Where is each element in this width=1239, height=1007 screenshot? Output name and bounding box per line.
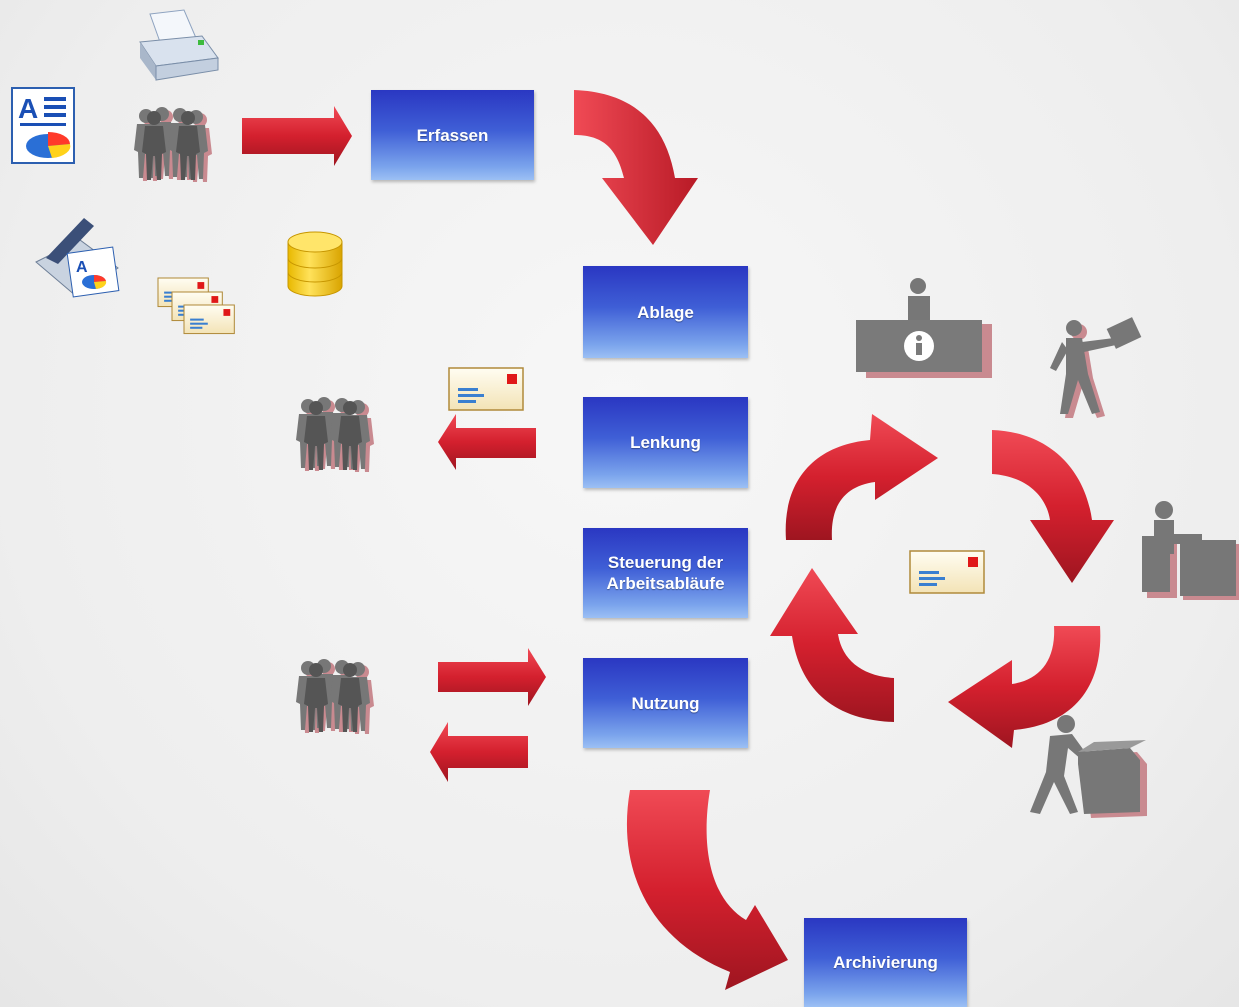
step-nutzung: Nutzung (583, 658, 748, 748)
svg-text:A: A (18, 93, 38, 124)
step-erfassen: Erfassen (371, 90, 534, 180)
arrow-to-nutzung (438, 648, 546, 706)
cycle-arrow-bottom-right (948, 626, 1101, 748)
step-ablage-label: Ablage (637, 302, 694, 322)
step-lenkung-label: Lenkung (630, 433, 701, 452)
step-archivierung-label: Archivierung (833, 953, 938, 972)
scanner-icon: A (35, 218, 120, 298)
arrow-to-erfassen (242, 106, 352, 166)
printer-icon (139, 9, 219, 81)
cycle-arrow-top-right (992, 430, 1114, 583)
arrow-erfassen-to-ablage (574, 90, 698, 245)
document-chart-icon: A (11, 87, 75, 164)
arrow-nutzung-to-archivierung (626, 790, 788, 990)
step-steuerung-label: Steuerung der Arbeitsabläufe (600, 552, 730, 594)
packing-worker-icon (1030, 715, 1147, 818)
step-lenkung: Lenkung (583, 397, 748, 488)
envelope-icon (448, 367, 524, 411)
people-group-icon (134, 107, 212, 182)
step-steuerung: Steuerung der Arbeitsabläufe (583, 528, 748, 618)
step-nutzung-label: Nutzung (631, 693, 700, 713)
step-ablage: Ablage (583, 266, 748, 358)
step-steuerung-line2: Arbeitsabläufe (606, 574, 725, 593)
envelopes-icon (157, 277, 235, 335)
cycle-arrow-bottom-left (770, 568, 894, 722)
step-archivierung: Archivierung (804, 918, 967, 1007)
people-group-icon (296, 659, 374, 734)
arrow-from-nutzung (430, 722, 528, 782)
envelope-icon (909, 550, 985, 594)
svg-text:A: A (76, 259, 88, 276)
database-icon (287, 231, 343, 297)
courier-icon (1050, 317, 1142, 418)
cycle-arrow-top-left (785, 414, 938, 540)
step-steuerung-line1: Steuerung der (607, 553, 724, 572)
info-desk-icon (856, 278, 992, 378)
people-group-icon (296, 397, 374, 472)
arrow-from-lenkung (438, 414, 536, 470)
step-erfassen-label: Erfassen (416, 125, 489, 145)
office-worker-icon (1142, 501, 1239, 600)
